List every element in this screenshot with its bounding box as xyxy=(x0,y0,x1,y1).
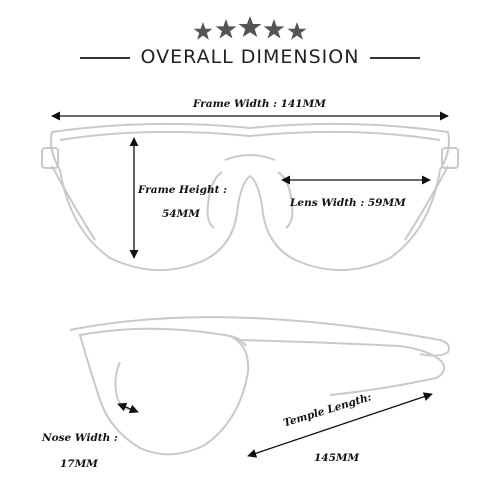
side-view-glasses xyxy=(69,316,450,456)
side-lens-outline xyxy=(78,327,250,456)
dimension-arrows xyxy=(51,111,449,458)
nose-width-label: Nose Width : xyxy=(42,432,118,444)
frame-height-value: 54MM xyxy=(162,208,200,220)
lens-width-label: Lens Width : 59MM xyxy=(290,197,406,209)
star-icon xyxy=(287,22,307,40)
bridge xyxy=(224,154,276,161)
title-row: OVERALL DIMENSION xyxy=(0,42,500,72)
star-icon xyxy=(238,16,262,37)
temple-stub-right xyxy=(404,165,449,241)
hinge-left xyxy=(41,147,59,169)
front-frame-inner xyxy=(59,130,441,141)
nose-width-arrow xyxy=(117,402,139,414)
temple-stub-left xyxy=(51,165,96,241)
title-rule-right xyxy=(370,57,420,59)
page-title: OVERALL DIMENSION xyxy=(140,46,360,68)
front-frame-outline xyxy=(50,122,450,271)
nose-pad-left xyxy=(206,171,223,229)
rating-stars xyxy=(193,16,307,40)
star-icon xyxy=(263,19,285,39)
frame-height-label: Frame Height : xyxy=(138,184,227,196)
front-view-glasses xyxy=(41,122,459,271)
frame-width-label: Frame Width : 141MM xyxy=(193,98,326,110)
side-hinge xyxy=(229,335,247,347)
temple-length-value: 145MM xyxy=(314,452,360,464)
temple-length-arrow xyxy=(247,392,433,458)
side-nose-pad xyxy=(114,361,136,412)
title-rule-left xyxy=(80,57,130,59)
side-temple-near xyxy=(239,339,445,396)
star-icon xyxy=(193,22,213,40)
star-icon xyxy=(215,19,237,39)
hinge-right xyxy=(441,147,459,169)
side-temple-far xyxy=(69,316,450,357)
nose-width-value: 17MM xyxy=(60,458,98,470)
